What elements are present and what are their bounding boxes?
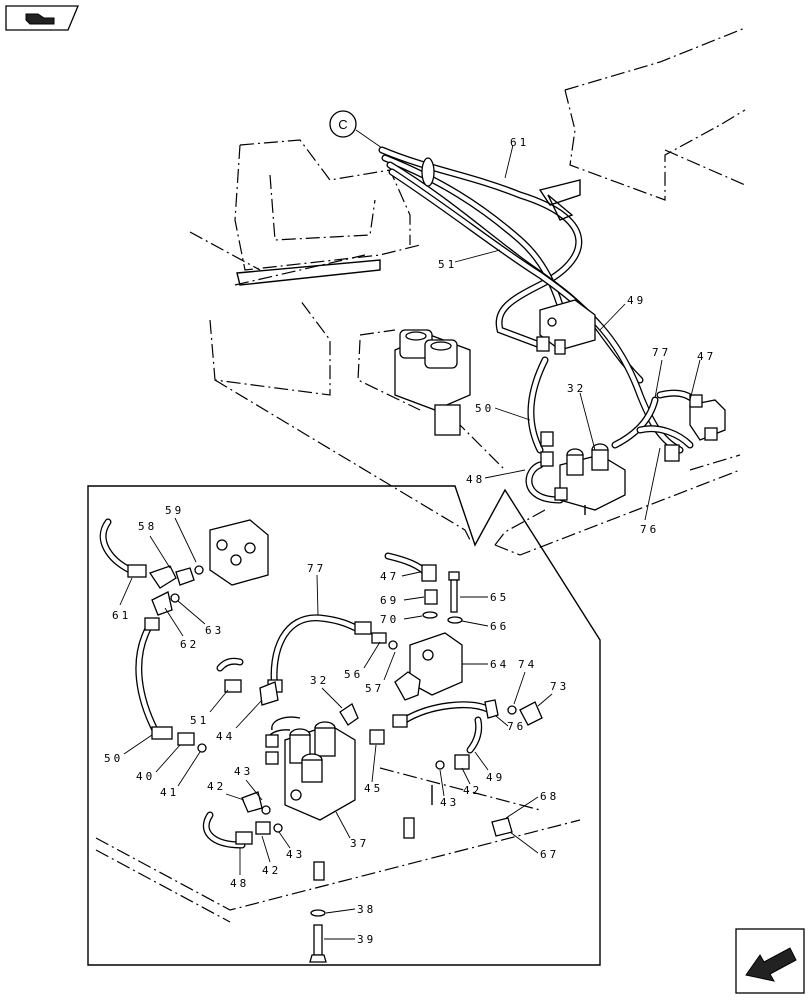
- callout-63: 63: [205, 624, 224, 637]
- callout-32b: 32: [310, 674, 329, 687]
- callout-50b: 50: [104, 752, 123, 765]
- inset-spacer-pins: [309, 785, 513, 963]
- callout-44: 44: [216, 730, 235, 743]
- inset-bolt-65: [447, 571, 463, 624]
- callout-41: 41: [160, 786, 179, 799]
- detail-marker-c[interactable]: C: [329, 110, 383, 149]
- callout-57: 57: [365, 682, 384, 695]
- callout-49b: 49: [486, 771, 505, 784]
- callout-47: 47: [697, 350, 716, 363]
- inset-fitting-32-45: [339, 703, 483, 770]
- callout-74: 74: [518, 658, 537, 671]
- callout-66: 66: [490, 620, 509, 633]
- callout-51: 51: [438, 258, 457, 271]
- callout-39: 39: [357, 933, 376, 946]
- inset-valve-block-59: [209, 519, 269, 586]
- callout-56: 56: [344, 668, 363, 681]
- inset-callouts: 59 58 61 62 63 77 47 69 70 65 66 56 57 6…: [104, 504, 569, 946]
- callout-45: 45: [364, 782, 383, 795]
- inset-hose-77: [267, 614, 398, 694]
- callout-69: 69: [380, 594, 399, 607]
- inset-fittings: [148, 565, 207, 753]
- inset-hose-61-50: [99, 518, 173, 740]
- callout-43b: 43: [440, 796, 459, 809]
- upper-valve-block: [536, 299, 596, 355]
- callout-59: 59: [165, 504, 184, 517]
- inset-hose-51: [216, 657, 279, 706]
- callout-65: 65: [490, 591, 509, 604]
- callout-42a: 42: [463, 784, 482, 797]
- next-page-arrow-icon[interactable]: [735, 928, 805, 994]
- callout-64: 64: [490, 658, 509, 671]
- upper-callouts: 61 51 49 77 47 32 50 48 76: [438, 136, 716, 536]
- frame-outline-upper: [189, 27, 746, 556]
- callout-58: 58: [138, 520, 157, 533]
- inset-valve-block-64: [394, 632, 463, 701]
- callout-77: 77: [652, 346, 671, 359]
- solenoid-stack-upper: [394, 329, 471, 436]
- inset-hose-76: [392, 699, 543, 728]
- callout-51b: 51: [190, 714, 209, 727]
- callout-48b: 48: [230, 877, 249, 890]
- callout-76: 76: [640, 523, 659, 536]
- callout-42c: 42: [262, 864, 281, 877]
- callout-40: 40: [136, 770, 155, 783]
- inset-hose-48: [202, 791, 283, 849]
- callout-62: 62: [180, 638, 199, 651]
- callout-42b: 42: [207, 780, 226, 793]
- callout-50: 50: [475, 402, 494, 415]
- callout-49: 49: [627, 294, 646, 307]
- detail-inset-frame: [87, 485, 601, 966]
- detail-marker-label: C: [338, 117, 347, 132]
- callout-61: 61: [510, 136, 529, 149]
- solenoid-manifold-upper: [540, 431, 626, 515]
- callout-48: 48: [466, 473, 485, 486]
- callout-61b: 61: [112, 609, 131, 622]
- callout-43a: 43: [234, 765, 253, 778]
- inset-fitting-47: [384, 552, 438, 619]
- callout-77b: 77: [307, 562, 326, 575]
- callout-70: 70: [380, 613, 399, 626]
- right-valve-block: [664, 394, 726, 462]
- callout-67: 67: [540, 848, 559, 861]
- callout-32: 32: [567, 382, 586, 395]
- assembly-view-icon[interactable]: [5, 5, 79, 31]
- callout-68: 68: [540, 790, 559, 803]
- inset-manifold-37: [265, 716, 356, 821]
- callout-47b: 47: [380, 570, 399, 583]
- callout-73: 73: [550, 680, 569, 693]
- callout-37: 37: [350, 837, 369, 850]
- callout-38: 38: [357, 903, 376, 916]
- callout-43c: 43: [286, 848, 305, 861]
- callout-76b: 76: [507, 720, 526, 733]
